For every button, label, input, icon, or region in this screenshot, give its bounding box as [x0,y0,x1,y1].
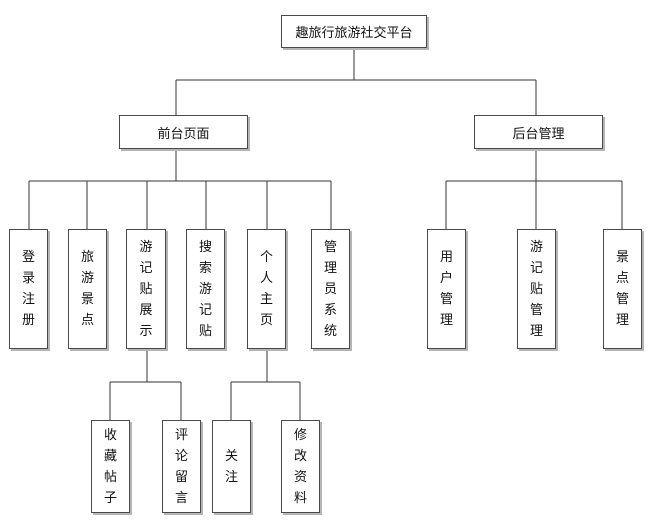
node-follow: 关注 [212,420,251,513]
frontend-node: 前台页面 [119,115,248,149]
node-login-register: 登录注册 [9,229,48,349]
node-favorite-posts: 收藏帖子 [91,420,130,513]
node-scenic-spots: 旅游景点 [68,229,107,349]
node-admin-system: 管理员系统 [311,229,350,349]
node-post-display: 游记贴展示 [126,229,166,349]
root-node: 趣旅行旅游社交平台 [281,15,427,48]
node-search-posts: 搜索游记贴 [186,229,225,349]
node-user-management: 用户管理 [427,229,466,349]
backend-node: 后台管理 [474,115,603,149]
node-comments: 评论留言 [162,420,201,513]
node-spot-management: 景点管理 [603,229,642,349]
node-personal-home: 个人主页 [247,229,286,349]
node-post-management: 游记贴管理 [517,229,556,349]
node-edit-profile: 修改资料 [281,420,320,513]
